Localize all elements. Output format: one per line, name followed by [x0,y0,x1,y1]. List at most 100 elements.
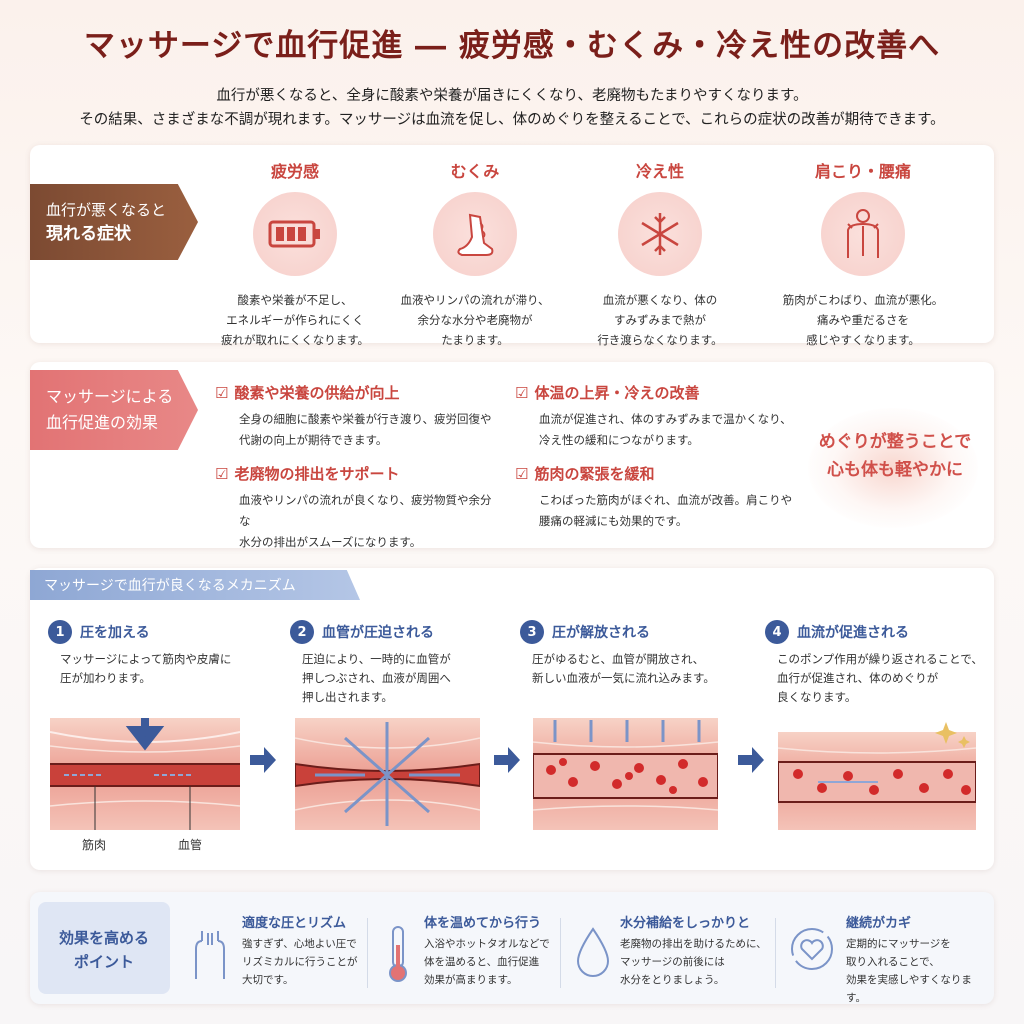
body-line: このポンプ作用が繰り返されることで、 [777,652,983,666]
step-number: 4 [765,620,789,644]
symptoms-tag: 血行が悪くなると 現れる症状 [30,184,198,260]
step-body: このポンプ作用が繰り返されることで、血行が促進され、体のめぐりが良くなります。 [765,650,985,707]
slogan: めぐりが整うことで 心も体も軽やかに [800,428,990,484]
slogan-line1: めぐりが整うことで [818,432,972,452]
symptom-name: むくみ [450,162,500,181]
label-vessel: 血管 [178,838,203,852]
body-line: こわばった筋肉がほぐれ、血流が改善。肩こりや [539,493,793,507]
tips-card [30,892,994,1004]
desc-line: エネルギーが作られにくく [226,313,364,327]
intro-text: 血行が悪くなると、全身に酸素や栄養が届きにくくなり、老廃物もたまりやすくなります… [20,84,1004,132]
body-line: 圧が加わります。 [60,671,151,685]
desc-line: 血流が悪くなり、体の [602,293,718,307]
body-line: リズミカルに行うことが [242,956,358,968]
body-line: 効果を実感しやすくなります。 [846,974,972,1004]
label-muscle: 筋肉 [82,838,107,852]
foot-icon [433,192,517,276]
symptom-desc: 筋肉がこわばり、血流が悪化。 痛みや重だるさを 感じやすくなります。 [773,290,953,350]
desc-line: すみずみまで熱が [614,313,706,327]
slogan-glow [808,408,978,528]
body-line: 血流が促進され、体のすみずみまで温かくなり、 [539,412,792,426]
intro-line-1: 血行が悪くなると、全身に酸素や栄養が届きにくくなり、老廃物もたまりやすくなります… [216,88,808,104]
mechanism-tag: マッサージで血行が良くなるメカニズム [30,570,360,600]
body-line: 押しつぶされ、血液が周囲へ [302,671,451,685]
body-line: 水分をとりましょう。 [620,974,725,986]
body-line: 入浴やホットタオルなどで [424,938,550,950]
step-head: 血管が圧迫される [322,625,434,641]
tip-body: 強すぎず、心地よい圧でリズミカルに行うことが大切です。 [242,935,432,989]
body-line: 冷え性の緩和につながります。 [539,433,699,447]
symptoms-tag-line2: 現れる症状 [46,224,131,244]
effect-body: 全身の細胞に酸素や栄養が行き渡り、疲労回復や代謝の向上が期待できます。 [215,409,495,451]
effect-head: 老廃物の排出をサポート [234,465,400,483]
desc-line: 疲れが取れにくくなります。 [220,333,370,347]
tip-head: 継続がカギ [846,916,912,931]
symptom-stiffness: 肩こり・腰痛 筋肉がこわばり、血流が悪化。 痛みや重だるさを 感じやすくなります… [773,158,953,350]
heart-cycle-icon [791,928,833,970]
arrow-right-icon [250,747,276,773]
body-line: 新しい血液が一気に流れ込みます。 [532,671,715,685]
effects-tag-line1: マッサージによる [46,387,174,406]
effect-item: ☑酸素や栄養の供給が向上 全身の細胞に酸素や栄養が行き渡り、疲労回復や代謝の向上… [215,382,495,451]
body-line: 取り入れることで、 [846,956,940,968]
check-icon: ☑ [215,464,229,483]
tip-item: 体を温めてから行う 入浴やホットタオルなどで体を温めると、血行促進効果が高まりま… [424,912,614,989]
body-line: マッサージによって筋肉や皮膚に [60,652,232,666]
body-line: 体を温めると、血行促進 [424,956,540,968]
symptom-name: 疲労感 [270,162,319,181]
tip-head: 適度な圧とリズム [242,916,347,931]
body-line: 良くなります。 [777,690,857,704]
body-line: 圧迫により、一時的に血管が [302,652,451,666]
arrow-right-icon [738,747,764,773]
symptom-desc: 酸素や栄養が不足し、 エネルギーが作られにくく 疲れが取れにくくなります。 [205,290,385,350]
desc-line: 酸素や栄養が不足し、 [237,293,353,307]
check-icon: ☑ [515,464,529,483]
tip-item: 継続がカギ 定期的にマッサージを取り入れることで、効果を実感しやすくなります。 [846,912,986,1007]
effect-head: 筋肉の緊張を緩和 [534,465,655,483]
tips-tag: 効果を高める ポイント [38,902,170,994]
body-line: 強すぎず、心地よい圧で [242,938,357,950]
slogan-line2: 心も体も軽やかに [827,460,963,480]
step-number: 3 [520,620,544,644]
desc-line: 感じやすくなります。 [806,333,920,347]
back-icon [821,192,905,276]
body-line: 老廃物の排出を助けるために、 [620,938,767,950]
effects-tag-line2: 血行促進の効果 [46,413,159,432]
page-title: マッサージで血行促進 ― 疲労感・むくみ・冷え性の改善へ [83,28,941,64]
effects-tag: マッサージによる 血行促進の効果 [30,370,198,450]
symptom-fatigue: 疲労感 酸素や栄養が不足し、 エネルギーが作られにくく 疲れが取れにくくなります… [205,158,385,350]
intro-line-2: その結果、さまざまな不調が現れます。マッサージは血流を促し、体のめぐりを整えるこ… [79,112,945,128]
step-head: 圧が解放される [552,625,650,641]
step-head: 圧を加える [80,625,150,641]
tip-head: 体を温めてから行う [424,916,542,931]
body-line: 定期的にマッサージを [846,938,951,950]
tip-body: 定期的にマッサージを取り入れることで、効果を実感しやすくなります。 [846,935,986,1007]
body-line: 大切です。 [242,974,294,986]
hands-icon [195,931,225,979]
symptom-desc: 血流が悪くなり、体の すみずみまで熱が 行き渡らなくなります。 [570,290,750,350]
desc-line: 筋肉がこわばり、血流が悪化。 [782,293,944,307]
water-drop-icon [576,927,610,977]
symptom-name: 冷え性 [635,162,684,181]
body-line: 代謝の向上が期待できます。 [239,433,388,447]
check-icon: ☑ [515,383,529,402]
step-number: 2 [290,620,314,644]
effect-item: ☑ 体温の上昇・冷えの改善 血流が促進され、体のすみずみまで温かくなり、冷え性の緩… [515,382,795,451]
effect-body: 血流が促進され、体のすみずみまで温かくなり、冷え性の緩和につながります。 [515,409,795,451]
step-body: マッサージによって筋肉や皮膚に圧が加わります。 [48,650,278,688]
symptoms-tag-line1: 血行が悪くなると [46,201,167,219]
tips-tag-line2: ポイント [73,953,134,971]
effect-head: 体温の上昇・冷えの改善 [534,384,700,402]
tip-item: 適度な圧とリズム 強すぎず、心地よい圧でリズミカルに行うことが大切です。 [242,912,432,989]
desc-line: 行き渡らなくなります。 [597,333,723,347]
divider [367,918,368,988]
tip-item: 水分補給をしっかりと 老廃物の排出を助けるために、マッサージの前後には水分をとり… [620,912,810,989]
symptom-swelling: むくみ 血液やリンパの流れが滞り、 余分な水分や老廃物が たまります。 [385,158,565,350]
tips-tag-line1: 効果を高める [58,929,149,947]
snowflake-icon [618,192,702,276]
symptom-cold: 冷え性 血流が悪くなり、体の すみずみまで熱が 行き渡らなくなります。 [570,158,750,350]
